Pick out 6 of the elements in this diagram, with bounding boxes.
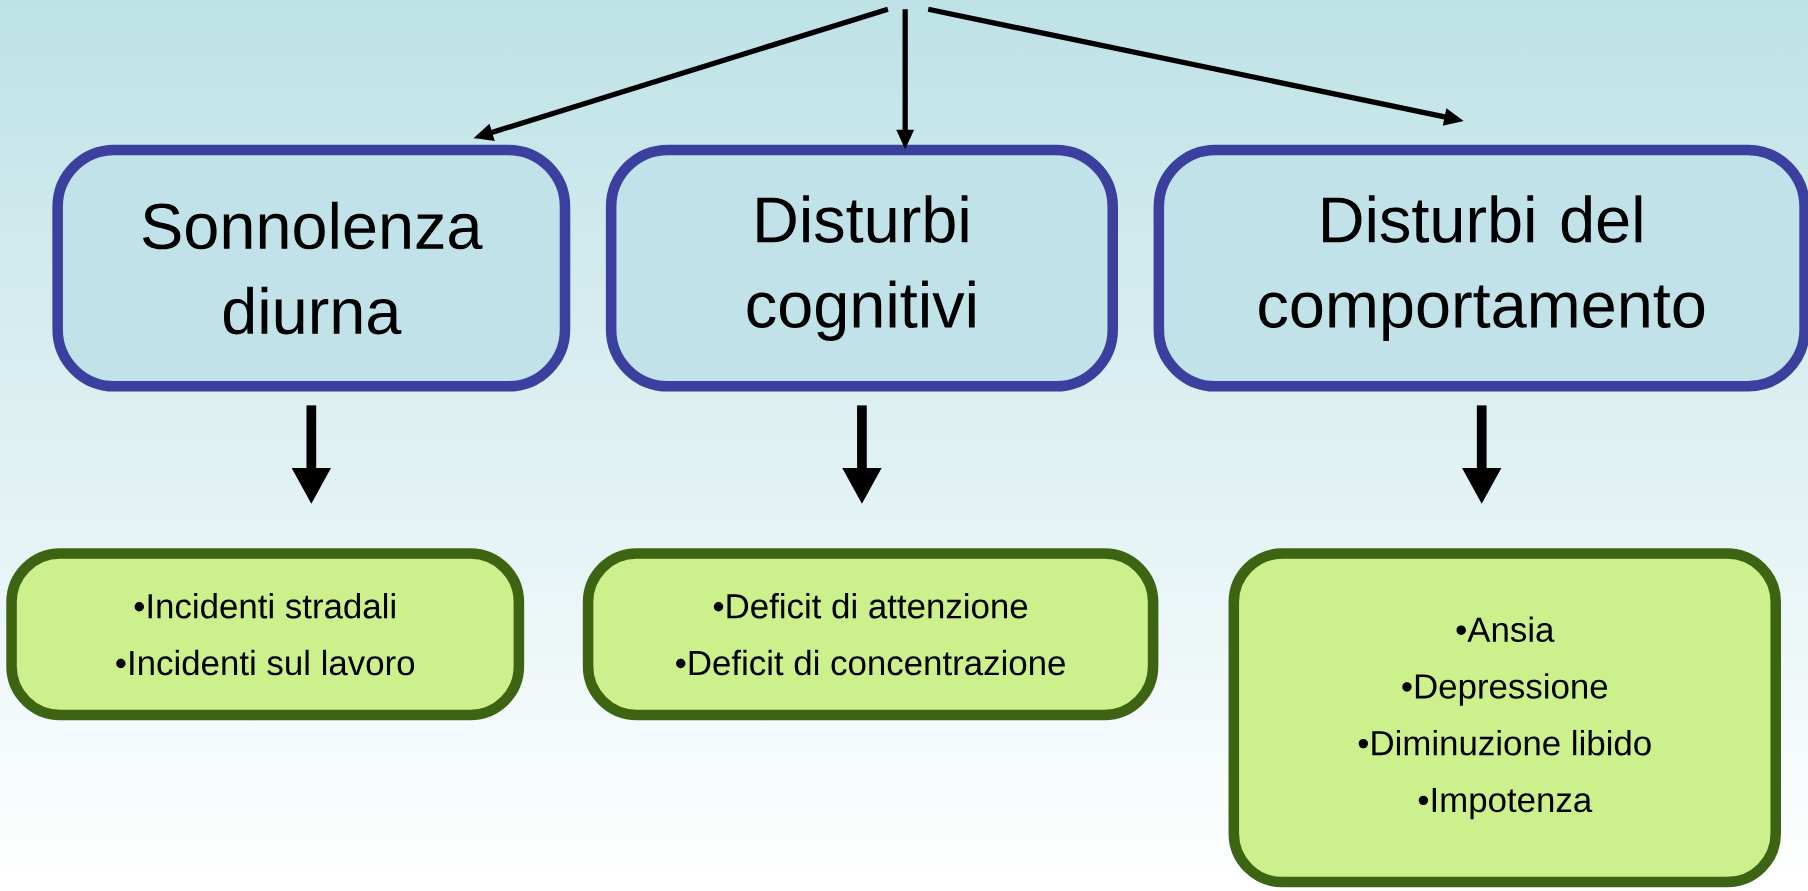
consequence-box: •Ansia •Depressione •Diminuzione libido •Impotenza (1228, 548, 1781, 888)
consequence-box: •Incidenti stradali •Incidenti sul lavoro (6, 548, 525, 720)
consequence-box: •Deficit di attenzione •Deficit di concentrazione (582, 548, 1159, 720)
category-box: Disturbi cognitivi (605, 144, 1118, 392)
category-box: Sonnolenza diurna (52, 144, 571, 392)
category-box: Disturbi del comportamento (1153, 144, 1808, 392)
